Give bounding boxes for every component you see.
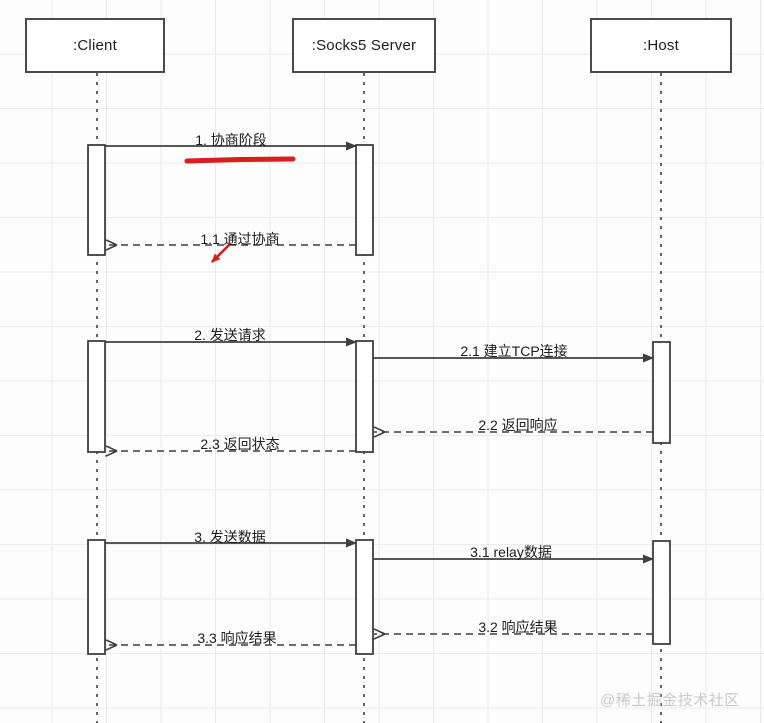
activation-bar-client — [87, 539, 106, 655]
actor-label-host: :Host — [642, 37, 679, 54]
activation-bar-client — [87, 340, 106, 453]
actor-box-server[interactable]: :Socks5 Server — [292, 18, 436, 73]
activation-bar-server — [355, 340, 374, 453]
activation-bar-host — [652, 540, 671, 645]
activation-bar-server — [355, 144, 374, 256]
message-label-m3_3: 3.3 响应结果 — [197, 630, 277, 646]
annotation-red-arrow — [211, 242, 232, 263]
watermark: @稀土掘金技术社区 — [600, 692, 740, 709]
actor-label-server: :Socks5 Server — [311, 37, 417, 54]
message-label-m3_1: 3.1 relay数据 — [470, 544, 552, 560]
message-label-m1_1: 1.1 通过协商 — [200, 231, 280, 247]
message-label-m3: 3. 发送数据 — [194, 529, 266, 545]
message-label-m2_2: 2.2 返回响应 — [478, 417, 558, 433]
lifelines-group — [96, 73, 662, 723]
activation-bar-host — [652, 341, 671, 444]
activation-bar-client — [87, 144, 106, 256]
red-annotations-group — [184, 156, 296, 263]
actor-label-client: :Client — [73, 37, 117, 54]
message-label-m3_2: 3.2 响应结果 — [478, 619, 558, 635]
actor-box-host[interactable]: :Host — [590, 18, 732, 73]
message-arrows-group — [105, 141, 654, 645]
actor-box-client[interactable]: :Client — [25, 18, 165, 73]
message-label-m1: 1. 协商阶段 — [195, 132, 267, 148]
activation-bar-server — [355, 539, 374, 655]
message-label-m2_1: 2.1 建立TCP连接 — [460, 343, 568, 359]
message-label-m2: 2. 发送请求 — [194, 327, 266, 343]
activation-bars-group — [87, 144, 671, 655]
message-label-m2_3: 2.3 返回状态 — [200, 436, 280, 452]
annotation-red-underline — [184, 156, 296, 164]
